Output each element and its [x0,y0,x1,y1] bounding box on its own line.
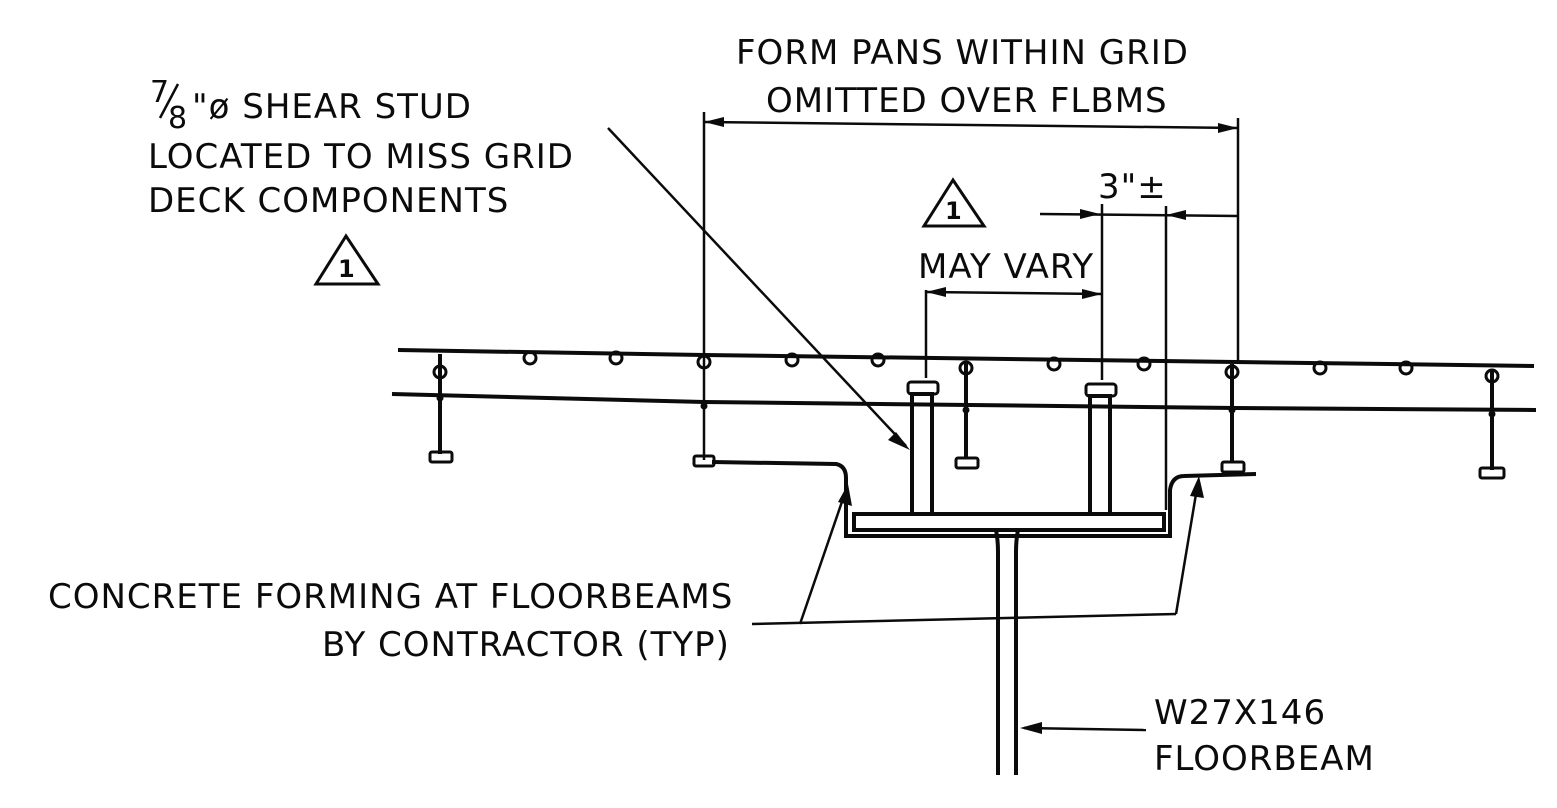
floorbeam-leader [1020,722,1147,734]
grid-rivet [1312,360,1328,376]
concrete-forming-leader [751,476,1204,626]
grid-rivet [522,350,538,366]
concrete-forming-outline [711,460,1257,538]
grid-bar [428,354,454,464]
grid-rivet [1046,356,1062,372]
may-vary-label: MAY VARY [918,247,1094,287]
shear-stud-line-2: LOCATED TO MISS GRID [148,137,574,177]
grid-rivet [870,352,886,368]
shear-stud-note: 7 8 "ø SHEAR STUD LOCATED TO MISS GRID D… [148,75,574,221]
grid-bar [692,354,716,468]
form-pans-note: FORM PANS WITHIN GRID OMITTED OVER FLBMS [736,33,1189,121]
shear-stud-leader-arrow [888,432,910,450]
floorbeam-line-1: W27X146 [1154,693,1326,733]
shear-stud-fraction-denominator: 8 [168,101,188,136]
grid-bar [1220,364,1246,474]
grid-rivet [1136,356,1152,372]
concrete-forming-note: CONCRETE FORMING AT FLOORBEAMS BY CONTRA… [48,577,733,665]
revision-number: 1 [945,197,962,225]
shear-stud-leader [607,127,907,447]
form-pans-line-2: OMITTED OVER FLBMS [766,81,1168,121]
grid-rivet [1398,360,1414,376]
may-vary-dimension [924,287,1103,378]
form-pans-line-1: FORM PANS WITHIN GRID [736,33,1189,73]
concrete-forming-line-1: CONCRETE FORMING AT FLOORBEAMS [48,577,733,617]
grid-rivet [608,350,624,366]
fraction-bar [158,83,180,119]
three-inch-dimension [1039,204,1239,510]
shear-stud-line-1: "ø SHEAR STUD [192,87,472,127]
floorbeam-note: W27X146 FLOORBEAM [1154,693,1375,779]
shear-stud-right [1084,382,1118,516]
grid-bar [1478,368,1506,480]
shear-stud-fraction-numerator: 7 [150,75,170,110]
shear-stud-line-3: DECK COMPONENTS [148,181,509,221]
grid-bar [954,360,980,470]
revision-number: 1 [338,255,355,283]
revision-triangle-shear-stud: 1 [313,233,381,286]
dimension-3in-label: 3"± [1098,167,1167,207]
grid-rivet [784,352,800,368]
shear-stud-left [906,380,940,516]
revision-triangle-form-pans: 1 [921,177,987,228]
floorbeam-section [852,512,1166,775]
floorbeam-line-2: FLOORBEAM [1154,739,1375,779]
concrete-forming-line-2: BY CONTRACTOR (TYP) [322,625,730,665]
grid-deck [391,348,1537,480]
